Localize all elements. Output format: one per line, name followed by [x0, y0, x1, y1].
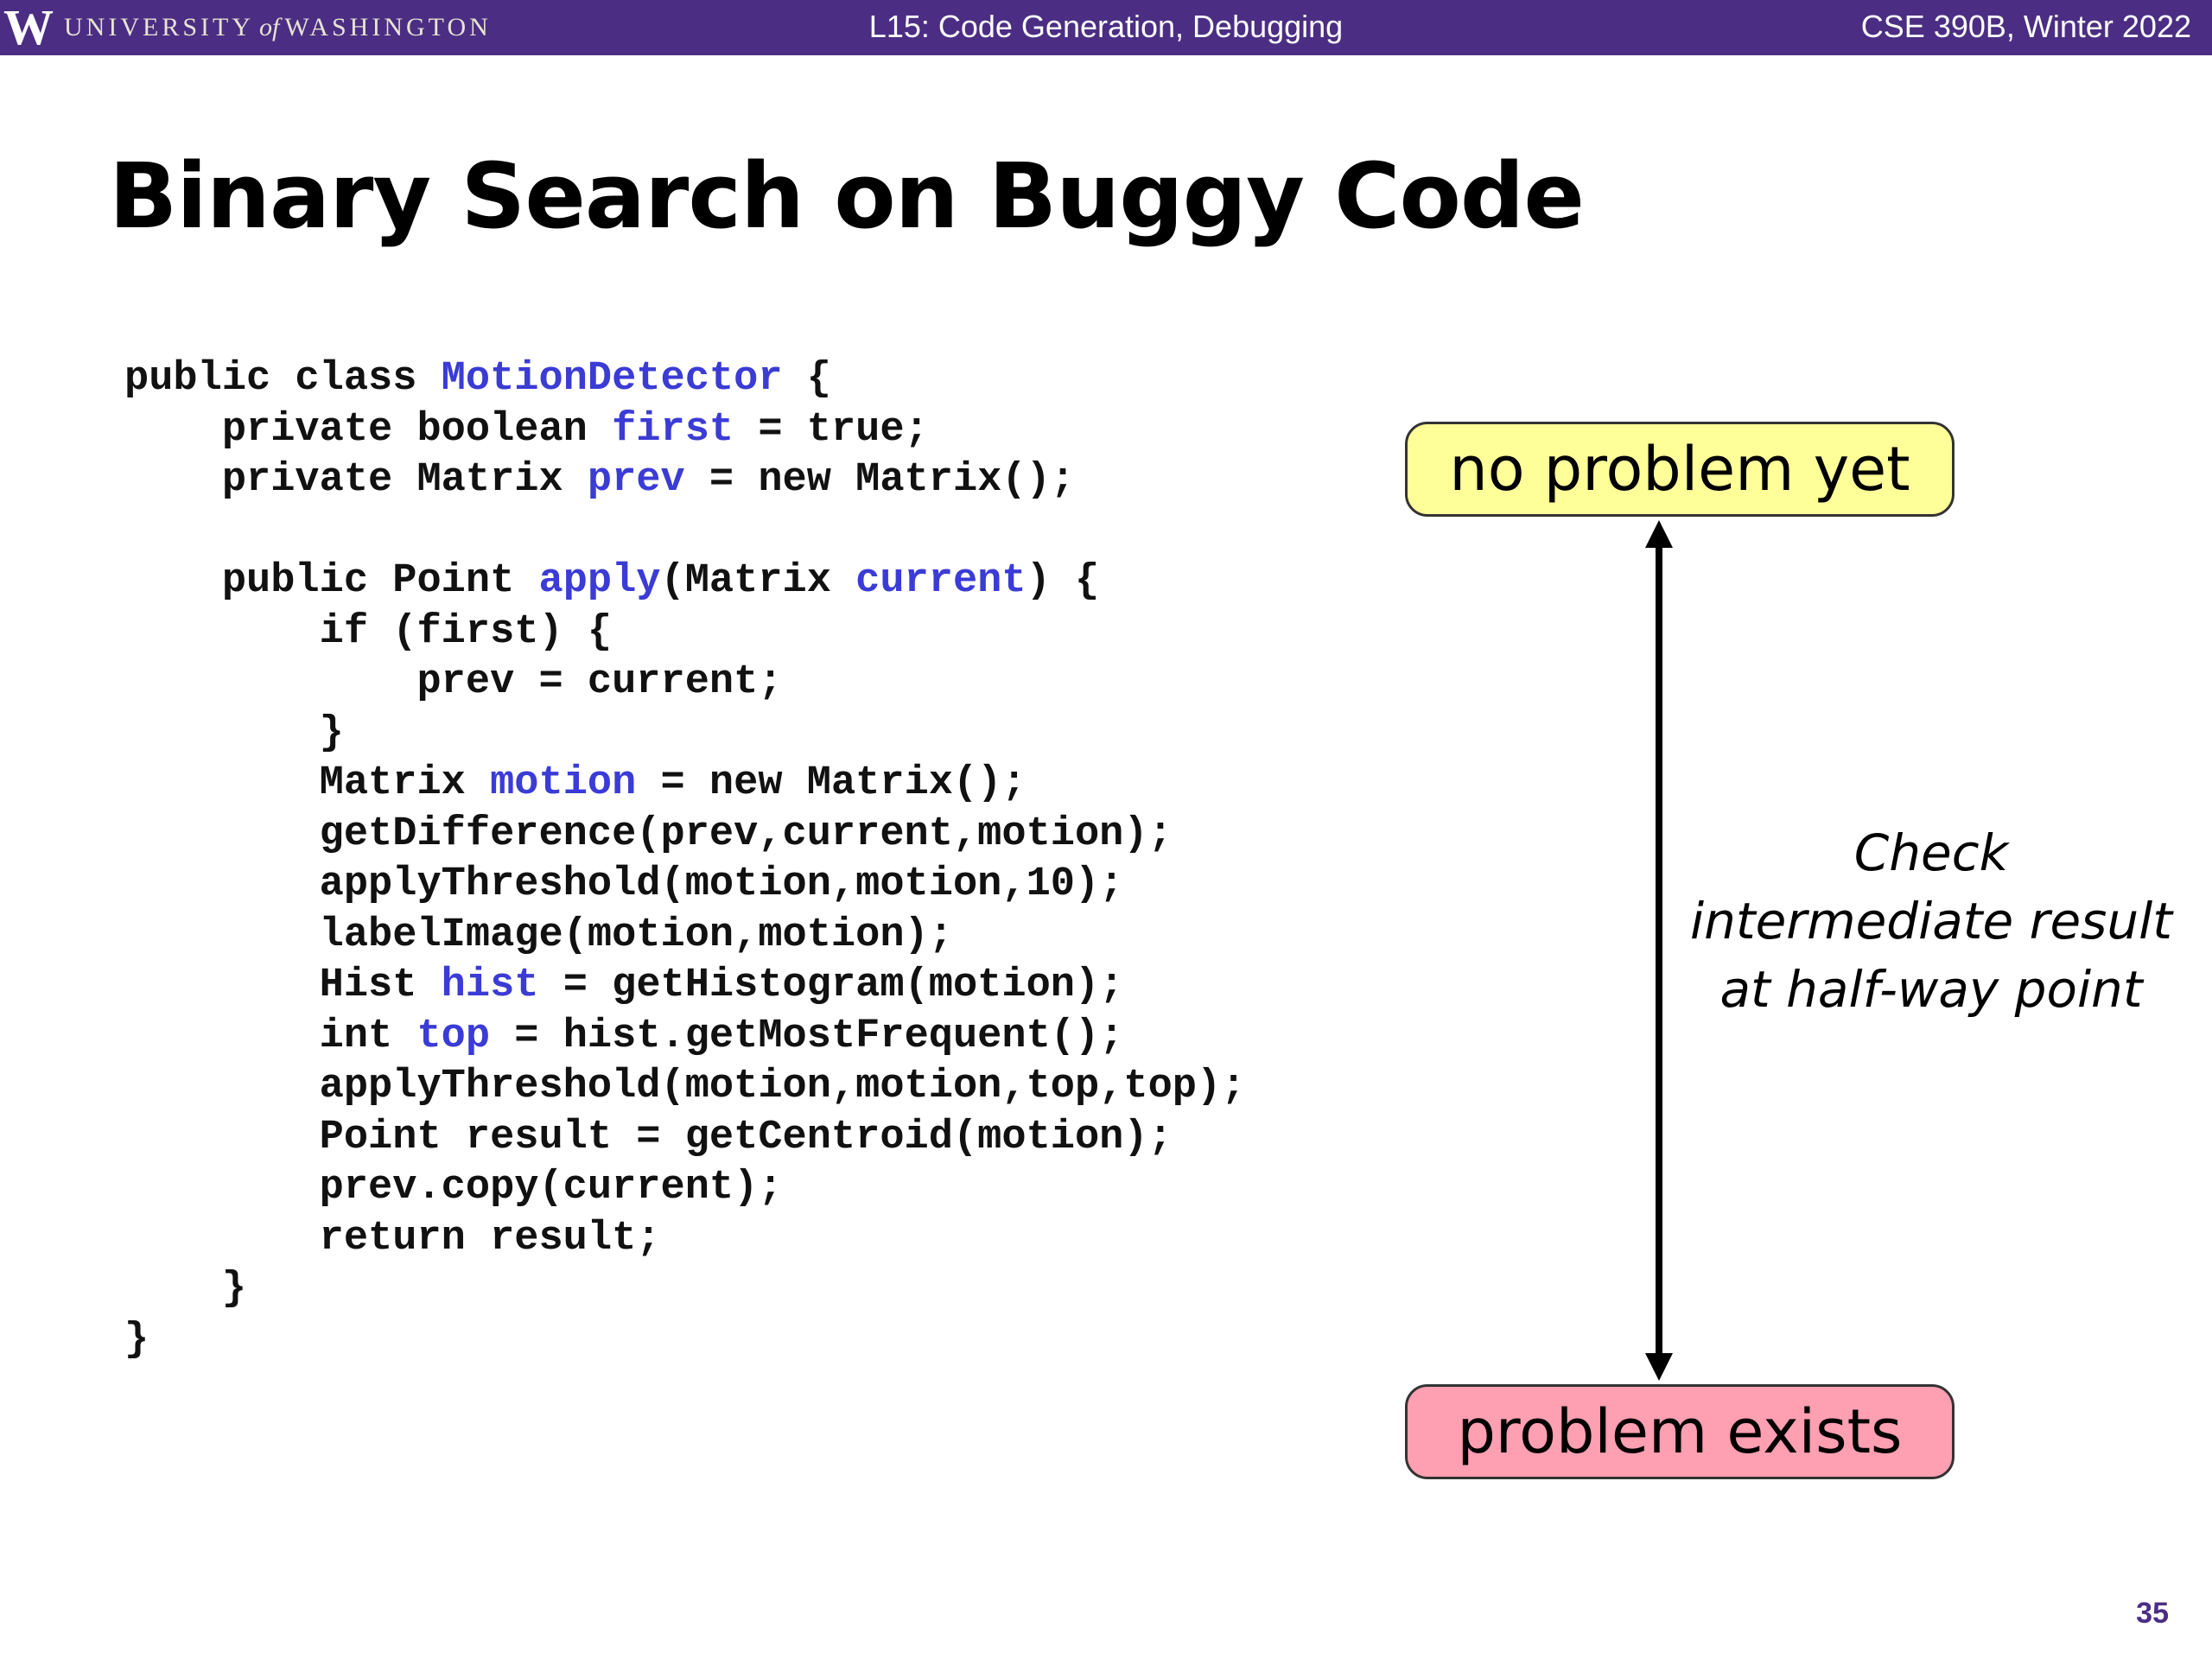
code-text: { — [782, 356, 831, 402]
code-line: applyThreshold(motion,motion,10); — [124, 860, 1245, 911]
code-text: applyThreshold(motion,motion,10); — [124, 861, 1124, 907]
page-number: 35 — [2136, 1597, 2169, 1630]
code-text: private Matrix — [124, 457, 588, 503]
code-line: Point result = getCentroid(motion); — [124, 1113, 1245, 1164]
code-text: Point result = getCentroid(motion); — [124, 1114, 1173, 1160]
code-identifier: first — [612, 406, 734, 453]
code-text: public class — [124, 356, 442, 402]
code-line: return result; — [124, 1214, 1245, 1265]
code-text: (Matrix — [660, 558, 856, 604]
code-line — [124, 506, 1245, 557]
code-text: = new Matrix(); — [684, 457, 1075, 503]
code-identifier: MotionDetector — [441, 356, 783, 402]
no-problem-box: no problem yet — [1405, 422, 1955, 517]
problem-exists-box: problem exists — [1405, 1384, 1955, 1479]
uw-w-mark: W — [3, 0, 54, 55]
code-text: ) { — [1026, 558, 1100, 604]
code-line: labelImage(motion,motion); — [124, 911, 1245, 962]
lecture-title: L15: Code Generation, Debugging — [868, 9, 1344, 44]
code-identifier: prev — [587, 457, 685, 503]
check-note-line-2: intermediate result — [1689, 892, 2173, 950]
code-identifier: hist — [441, 963, 539, 1008]
code-text: Matrix — [124, 760, 491, 806]
uw-wordmark-washington: WASHINGTON — [284, 13, 492, 41]
code-text: if (first) { — [124, 608, 613, 655]
code-line: applyThreshold(motion,motion,top,top); — [124, 1062, 1246, 1113]
code-line: getDifference(prev,current,motion); — [124, 810, 1245, 861]
double-arrow-icon — [1645, 520, 1673, 1381]
code-line: public Point apply(Matrix current) { — [124, 556, 1245, 607]
code-text: return result; — [124, 1215, 661, 1262]
check-note-line-3: at half-way point — [1719, 960, 2143, 1019]
code-text: labelImage(motion,motion); — [124, 912, 953, 958]
code-text: = getHistogram(motion); — [538, 963, 1124, 1008]
code-text: int — [124, 1013, 417, 1059]
code-identifier: apply — [538, 558, 661, 604]
uw-wordmark-university: UNIVERSITY — [64, 13, 254, 41]
code-text: Hist — [124, 963, 442, 1008]
code-line: } — [124, 1264, 1245, 1315]
code-text: = new Matrix(); — [636, 760, 1027, 806]
check-note-line-1: Check — [1853, 823, 2009, 882]
code-text: public Point — [124, 558, 539, 604]
code-block: public class MotionDetector { private bo… — [124, 354, 1245, 1365]
code-line: public class MotionDetector { — [124, 354, 1245, 405]
code-text: private boolean — [124, 406, 613, 453]
code-text: } — [124, 709, 344, 756]
code-line: if (first) { — [124, 607, 1245, 658]
code-text: = hist.getMostFrequent(); — [490, 1013, 1124, 1059]
uw-wordmark-of: of — [259, 13, 280, 41]
check-note: Check intermediate result at half-way po… — [1676, 819, 2186, 1024]
code-line: } — [124, 709, 1245, 760]
slide-title: Binary Search on Buggy Code — [109, 143, 1585, 249]
code-identifier: motion — [490, 760, 637, 806]
code-line: } — [124, 1315, 1245, 1366]
code-text: applyThreshold(motion,motion,top,top); — [124, 1064, 1246, 1109]
code-line: int top = hist.getMostFrequent(); — [124, 1012, 1245, 1063]
code-text: prev.copy(current); — [124, 1165, 783, 1211]
code-line: private Matrix prev = new Matrix(); — [124, 455, 1245, 506]
code-text: = true; — [734, 406, 929, 453]
course-label: CSE 390B, Winter 2022 — [1860, 9, 2191, 44]
code-text: getDifference(prev,current,motion); — [124, 810, 1173, 857]
code-line: prev.copy(current); — [124, 1163, 1245, 1214]
code-line: private boolean first = true; — [124, 405, 1245, 456]
code-text: } — [124, 1266, 247, 1312]
code-text: prev = current; — [124, 659, 783, 705]
code-text: } — [124, 1316, 149, 1363]
code-line: prev = current; — [124, 658, 1245, 709]
code-identifier: current — [855, 558, 1027, 604]
code-line: Matrix motion = new Matrix(); — [124, 759, 1245, 810]
code-line: Hist hist = getHistogram(motion); — [124, 961, 1245, 1012]
code-identifier: top — [416, 1013, 491, 1059]
